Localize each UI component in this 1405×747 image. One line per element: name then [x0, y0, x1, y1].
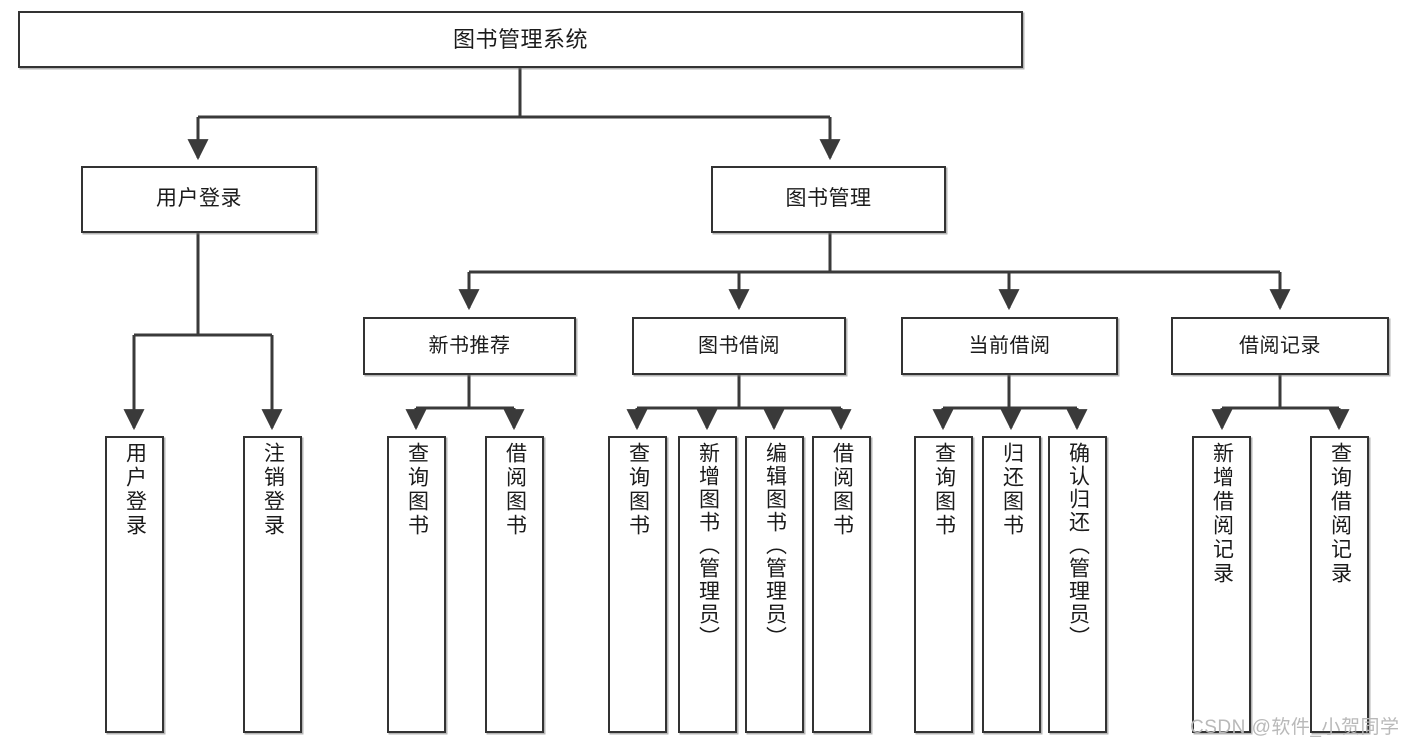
- leaf-book-borrow-3[interactable]: 编辑图书（管理员）: [745, 436, 804, 733]
- node-user-login[interactable]: 用户登录: [81, 166, 317, 233]
- leaf-current-borrow-3-label: 确认归还（管理员）: [1066, 442, 1090, 649]
- node-borrow-records[interactable]: 借阅记录: [1171, 317, 1389, 375]
- leaf-user-login-2[interactable]: 注销登录: [243, 436, 302, 733]
- leaf-new-book-1[interactable]: 查询图书: [387, 436, 446, 733]
- leaf-current-borrow-2-label: 归还图书: [1000, 442, 1024, 538]
- leaf-borrow-records-2-label: 查询借阅记录: [1328, 442, 1352, 586]
- node-book-manage-label: 图书管理: [785, 187, 872, 211]
- leaf-current-borrow-1[interactable]: 查询图书: [914, 436, 973, 733]
- node-book-manage[interactable]: 图书管理: [711, 166, 946, 233]
- leaf-user-login-1[interactable]: 用户登录: [105, 436, 164, 733]
- leaf-book-borrow-3-label: 编辑图书（管理员）: [763, 442, 787, 649]
- node-root[interactable]: 图书管理系统: [18, 11, 1023, 68]
- leaf-new-book-1-label: 查询图书: [405, 442, 429, 538]
- leaf-current-borrow-3[interactable]: 确认归还（管理员）: [1048, 436, 1107, 733]
- node-root-label: 图书管理系统: [452, 26, 588, 52]
- leaf-borrow-records-2[interactable]: 查询借阅记录: [1310, 436, 1369, 733]
- leaf-book-borrow-2-label: 新增图书（管理员）: [696, 442, 720, 649]
- leaf-user-login-1-label: 用户登录: [123, 442, 147, 538]
- node-new-book-recommend-label: 新书推荐: [428, 334, 511, 357]
- leaf-book-borrow-4-label: 借阅图书: [830, 442, 854, 538]
- node-book-borrow-label: 图书借阅: [698, 334, 780, 357]
- leaf-current-borrow-2[interactable]: 归还图书: [982, 436, 1041, 733]
- node-user-login-label: 用户登录: [156, 187, 242, 211]
- leaf-current-borrow-1-label: 查询图书: [932, 442, 956, 538]
- node-book-borrow[interactable]: 图书借阅: [632, 317, 846, 375]
- leaf-book-borrow-4[interactable]: 借阅图书: [812, 436, 871, 733]
- node-current-borrow-label: 当前借阅: [968, 334, 1051, 357]
- leaf-borrow-records-1-label: 新增借阅记录: [1210, 442, 1234, 586]
- leaf-new-book-2[interactable]: 借阅图书: [485, 436, 544, 733]
- leaf-book-borrow-1-label: 查询图书: [626, 442, 650, 538]
- leaf-book-borrow-1[interactable]: 查询图书: [608, 436, 667, 733]
- node-new-book-recommend[interactable]: 新书推荐: [363, 317, 576, 375]
- leaf-user-login-2-label: 注销登录: [261, 442, 285, 538]
- leaf-borrow-records-1[interactable]: 新增借阅记录: [1192, 436, 1251, 733]
- leaf-new-book-2-label: 借阅图书: [503, 442, 527, 538]
- leaf-book-borrow-2[interactable]: 新增图书（管理员）: [678, 436, 737, 733]
- node-borrow-records-label: 借阅记录: [1239, 334, 1321, 357]
- node-current-borrow[interactable]: 当前借阅: [901, 317, 1118, 375]
